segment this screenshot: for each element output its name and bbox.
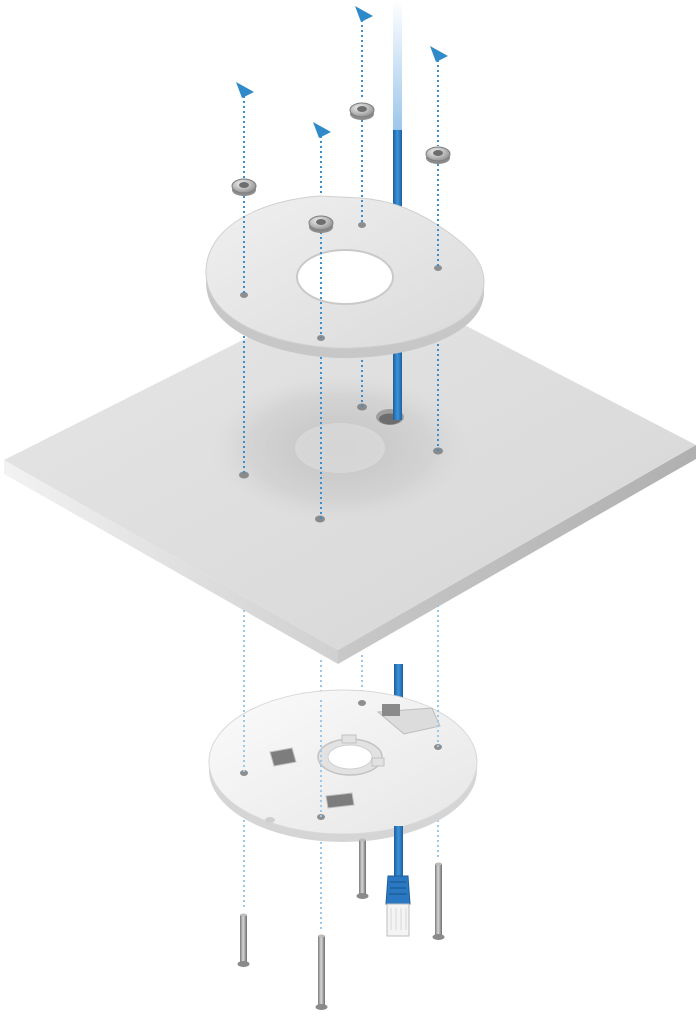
plate-screw-hole	[240, 292, 248, 298]
ceiling-tile-left-side	[4, 460, 338, 664]
bracket-slot	[325, 792, 355, 809]
ceiling-tile	[4, 276, 696, 664]
nut-icon	[231, 178, 257, 196]
arrows	[236, 6, 448, 138]
screw-icon	[237, 913, 250, 967]
mounting-bracket	[208, 689, 478, 842]
plate-screw-hole	[434, 265, 442, 271]
bracket-screw-hole	[358, 700, 366, 706]
bracket-edge-notch	[265, 817, 275, 823]
ethernet-cable-bottom	[394, 826, 403, 876]
arrow-up-icon	[236, 82, 254, 98]
plate-screw-hole	[358, 222, 366, 228]
guide-lines-over-plate	[243, 120, 439, 338]
screw-icon	[432, 862, 445, 940]
guide-lines-over-bracket	[243, 700, 439, 817]
nuts	[231, 102, 451, 233]
screw-icon	[356, 838, 369, 899]
screws	[237, 838, 445, 1010]
arrow-up-icon	[355, 6, 373, 22]
backing-plate-center-hole	[296, 249, 394, 305]
nut-icon	[349, 102, 375, 120]
bracket-center-opening	[317, 734, 385, 776]
bracket-slot	[269, 747, 297, 767]
screw-icon	[315, 934, 328, 1010]
bracket-screw-hole	[240, 770, 248, 776]
rj45-connector-icon	[385, 875, 411, 937]
nut-icon	[425, 146, 451, 164]
arrow-up-icon	[313, 122, 331, 138]
ceiling-tile-right-side	[338, 445, 696, 664]
nut-icon	[308, 215, 334, 233]
arrow-up-icon	[430, 46, 448, 62]
tile-screw-hole	[239, 471, 249, 479]
backing-plate	[205, 195, 485, 359]
bracket-cable-notch	[376, 704, 441, 735]
